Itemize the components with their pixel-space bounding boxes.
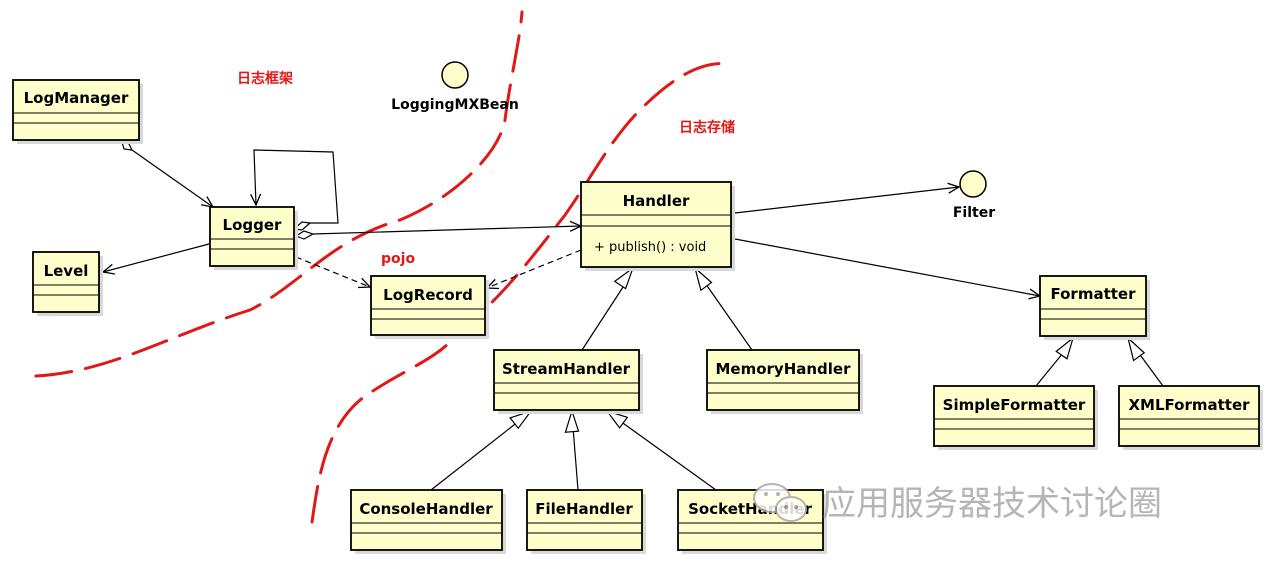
generalization-simpleformatter-formatter [1035, 352, 1064, 387]
relationships [103, 138, 1164, 491]
generalization-triangle-icon [693, 266, 713, 292]
generalization-triangle-icon [1055, 336, 1075, 360]
class-name: Handler [623, 192, 690, 210]
class-name: StreamHandler [502, 360, 631, 378]
watermark-text: 应用服务器技术讨论圈 [822, 484, 1162, 524]
interface-label: Filter [953, 205, 995, 221]
class-box [350, 489, 503, 551]
generalization-triangle-icon [613, 266, 635, 290]
class-name: Logger [223, 216, 283, 234]
red-curve-storage [310, 61, 732, 524]
generalization-xmlformatter-formatter [1137, 351, 1164, 387]
aggregation-diamond-icon [294, 230, 315, 240]
interface-label: LoggingMXBean [391, 97, 519, 113]
class-name: Formatter [1050, 285, 1136, 303]
assoc-logger-self [254, 149, 339, 224]
annotation-storage: 日志存储 [679, 119, 735, 136]
class-simpleformatter[interactable]: SimpleFormatter [933, 385, 1098, 450]
generalization-streamhandler-handler [581, 280, 628, 351]
class-xmlformatter[interactable]: XMLFormatter [1118, 385, 1263, 450]
class-box [209, 206, 295, 267]
class-box [12, 79, 140, 141]
class-box [32, 251, 100, 313]
class-box [933, 385, 1095, 447]
class-filehandler[interactable]: FileHandler [526, 489, 646, 554]
class-streamhandler[interactable]: StreamHandler [493, 349, 643, 414]
class-name: SimpleFormatter [943, 396, 1086, 414]
generalization-filehandler-streamhandler [572, 426, 579, 491]
class-handler[interactable]: Handler + publish() : void [580, 181, 735, 271]
class-name: Level [44, 262, 89, 280]
interface-loggingmxbean[interactable]: LoggingMXBean [391, 61, 519, 113]
red-divider-curves [34, 10, 732, 524]
wechat-logo-icon [753, 483, 807, 522]
interface-circle-icon [959, 170, 987, 198]
class-box [580, 181, 732, 268]
assoc-handler-formatter [734, 238, 1040, 296]
watermark: 应用服务器技术讨论圈 [753, 483, 1162, 524]
class-logmanager[interactable]: LogManager [12, 79, 143, 144]
class-box [526, 489, 643, 551]
class-memoryhandler[interactable]: MemoryHandler [706, 349, 863, 414]
class-name: ConsoleHandler [359, 500, 493, 518]
class-logger[interactable]: Logger [209, 206, 298, 270]
class-name: LogManager [24, 89, 129, 107]
generalization-triangle-icon [564, 409, 580, 433]
generalization-triangle-icon [605, 409, 629, 429]
annotation-framework: 日志框架 [237, 70, 293, 87]
red-curve-framework [34, 10, 524, 378]
annotation-pojo: pojo [381, 251, 415, 267]
class-box [1118, 385, 1260, 447]
class-level[interactable]: Level [32, 251, 103, 316]
generalization-consolehandler-streamhandler [430, 420, 520, 491]
dependency-handler-logrecord [487, 249, 582, 288]
assoc-logmanager-logger [131, 149, 213, 207]
generalization-triangle-icon [1126, 336, 1146, 362]
class-formatter[interactable]: Formatter [1039, 275, 1150, 340]
interface-circle-icon [441, 61, 469, 89]
class-name: XMLFormatter [1128, 396, 1250, 414]
class-box [706, 349, 860, 411]
class-operation: + publish() : void [594, 240, 706, 255]
class-box [1039, 275, 1147, 337]
class-box [493, 349, 640, 411]
class-consolehandler[interactable]: ConsoleHandler [350, 489, 506, 554]
generalization-memoryhandler-handler [702, 279, 753, 351]
assoc-handler-filter [734, 187, 959, 214]
class-box [370, 275, 486, 336]
class-box [677, 489, 824, 551]
assoc-logger-handler [312, 226, 581, 235]
class-logrecord[interactable]: LogRecord [370, 275, 489, 339]
class-name: LogRecord [383, 286, 473, 304]
class-sockethandler[interactable]: SocketHandler [677, 489, 827, 554]
class-name: FileHandler [535, 500, 633, 518]
dependency-logger-logrecord [295, 256, 370, 287]
generalization-sockethandler-streamhandler [619, 420, 717, 491]
assoc-logger-level [103, 243, 210, 272]
interface-filter[interactable]: Filter [953, 170, 995, 221]
generalization-triangle-icon [509, 409, 533, 430]
class-name: MemoryHandler [715, 360, 851, 378]
